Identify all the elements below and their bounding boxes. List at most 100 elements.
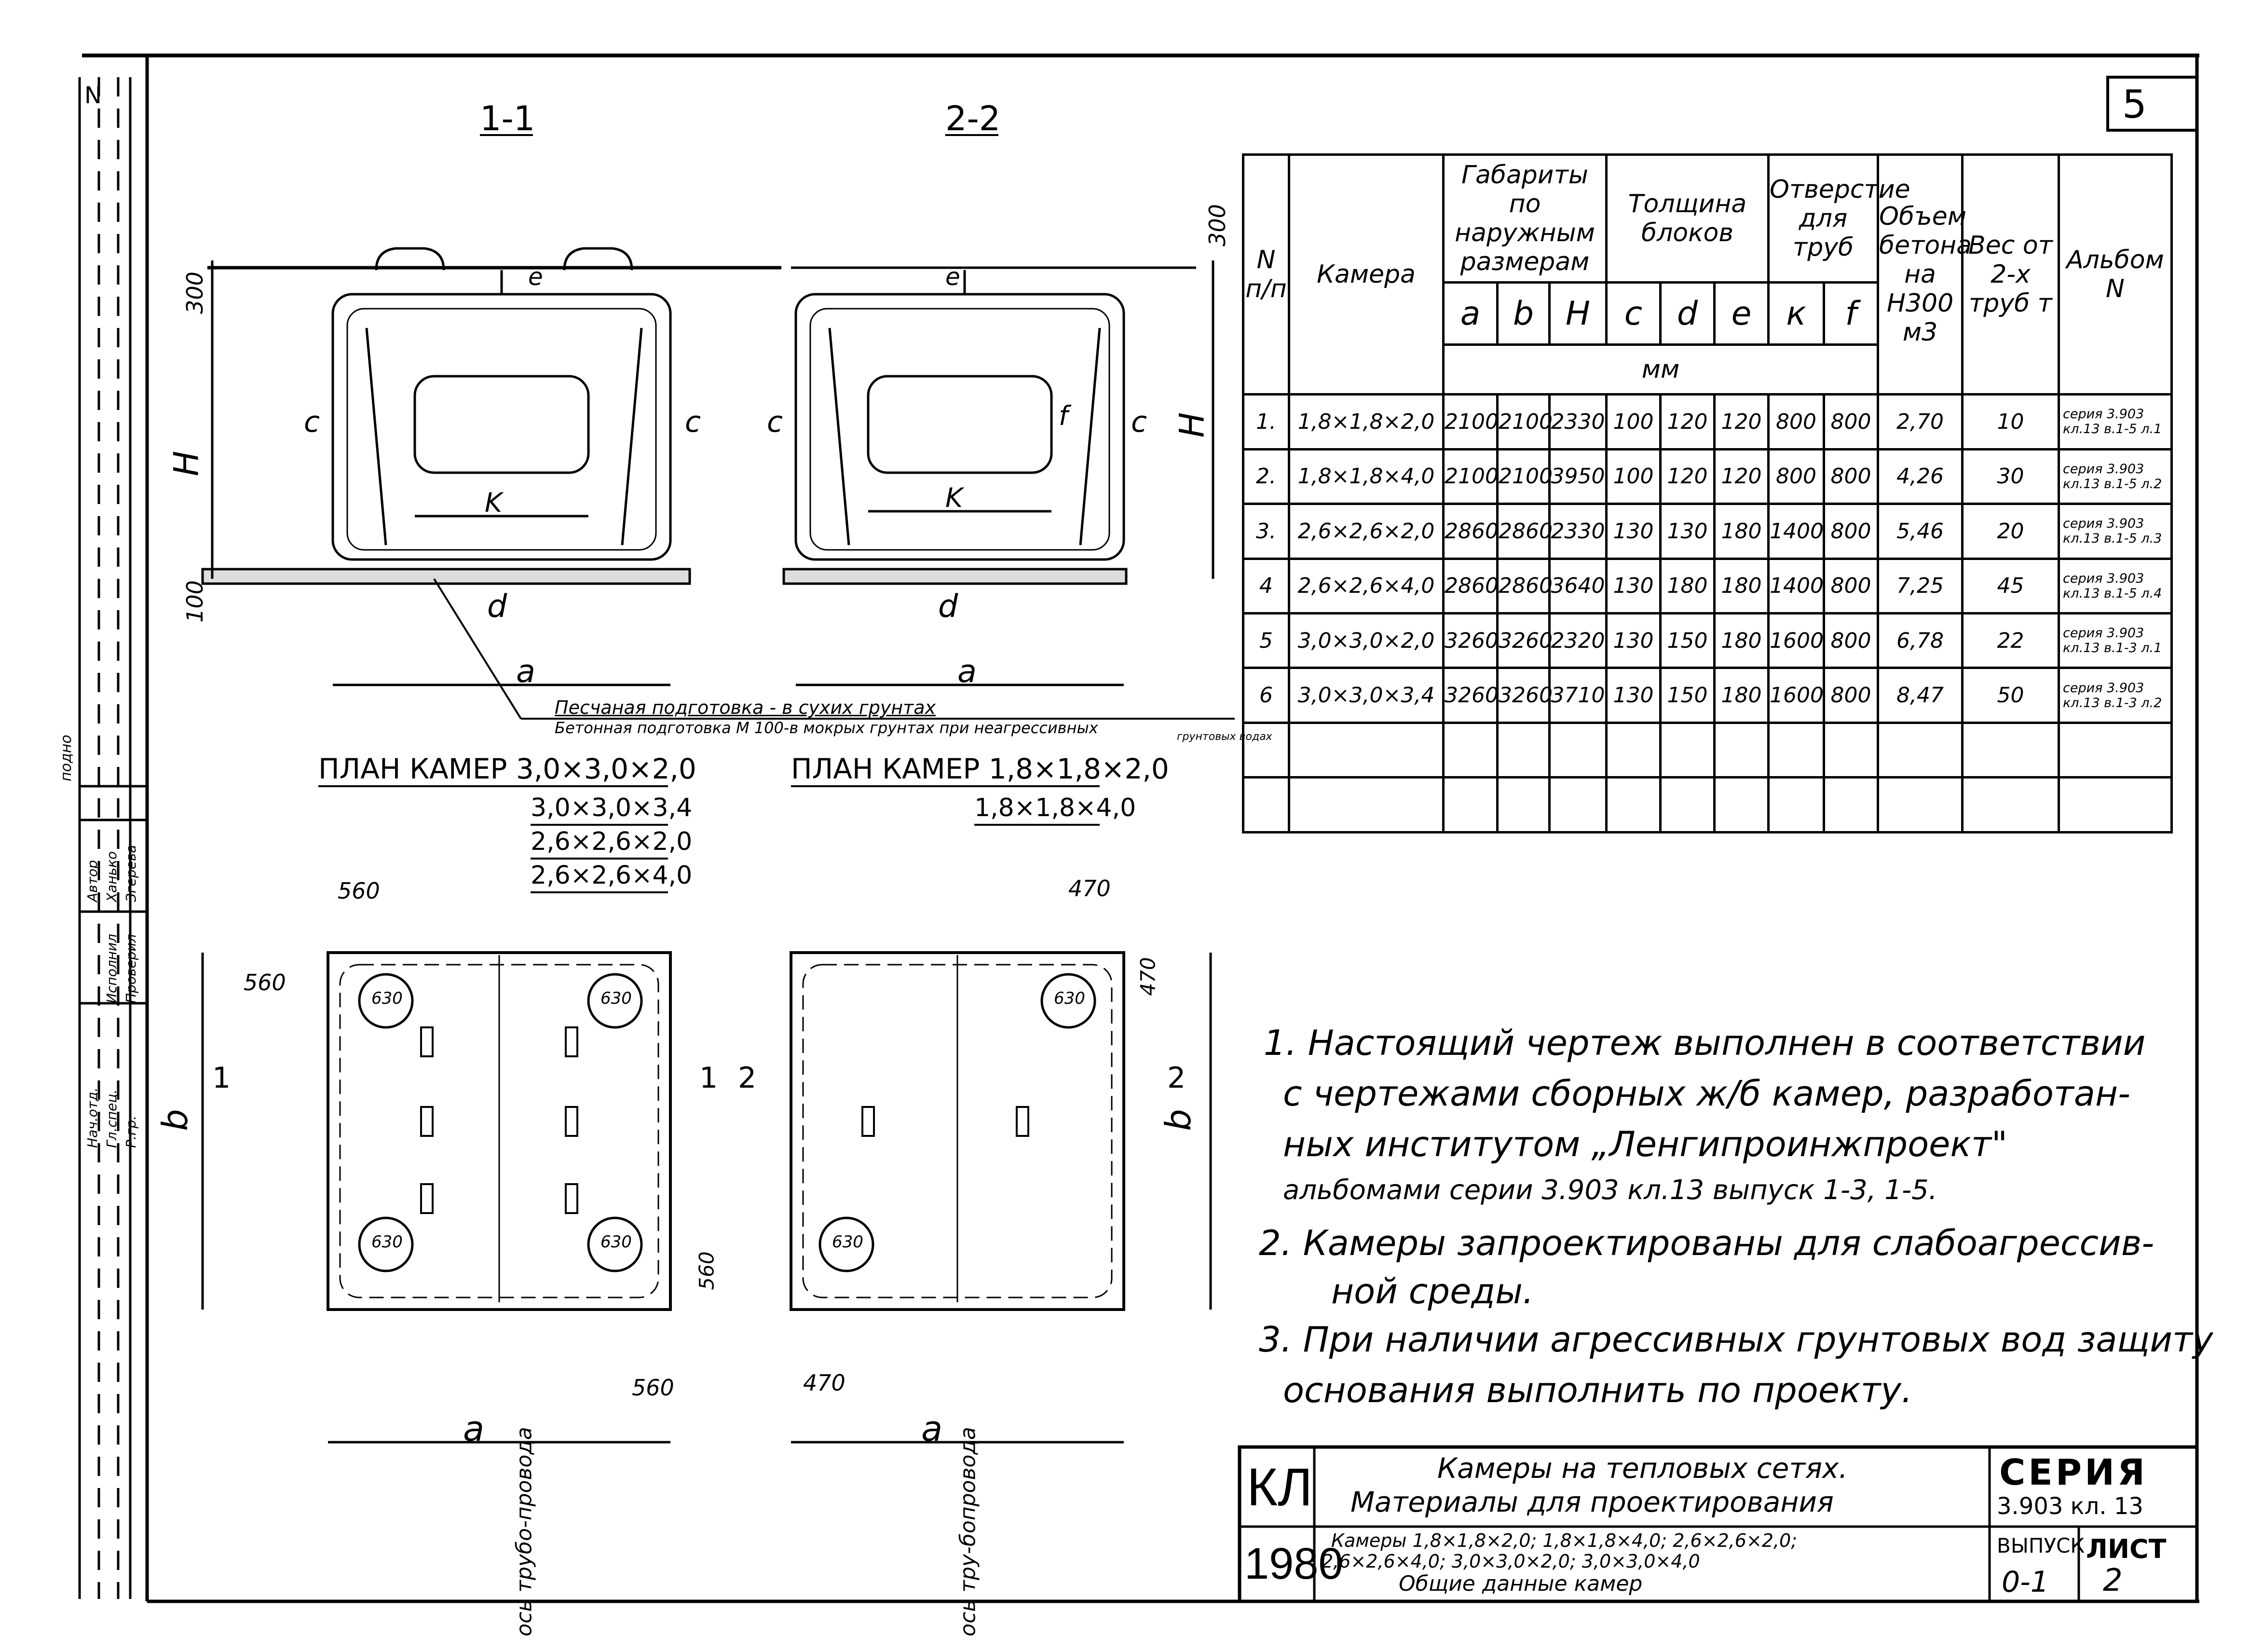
th-sym-k: к: [1767, 281, 1825, 346]
cell-c: 100: [1605, 393, 1662, 451]
note-line-8: основания выполнить по проекту.: [1283, 1370, 1912, 1410]
table-row-empty: [1242, 776, 2173, 833]
th-units: мм: [1442, 343, 1879, 396]
dim-d-2: d: [938, 588, 958, 625]
plan-right-size-1: 1,8×1,8×4,0: [974, 793, 1136, 822]
plan-dim-b-right: b: [1158, 1109, 1199, 1131]
plan-dim-560-bottom: 560: [632, 1375, 674, 1401]
cell-n: 4: [1242, 557, 1290, 615]
title-block-frame: [1238, 1445, 2199, 1603]
cell-f: 800: [1823, 503, 1879, 560]
stamp-cell-7: Р.гр.: [123, 1115, 139, 1148]
cell-w: 50: [1961, 667, 2060, 724]
sheet-number-box: [2106, 76, 2198, 132]
table-row: 6 3,0×3,0×3,4 3260 3260 3710 130 150 180…: [1242, 667, 2173, 724]
plan-dim-560-left: 560: [244, 969, 286, 996]
stamp-cell-4: Згерева: [123, 845, 139, 902]
cell-cam: 2,6×2,6×4,0: [1288, 557, 1445, 615]
th-otverstie: Отверстие для труб: [1767, 153, 1910, 284]
plan-left-size-1: 3,0×3,0×3,4: [531, 793, 693, 822]
dim-c-4: c: [1131, 405, 1147, 439]
cell-f: 800: [1823, 667, 1879, 724]
cell-H: 3640: [1548, 557, 1608, 615]
section-1-chamber: [331, 247, 672, 561]
cell-c: 100: [1605, 448, 1662, 505]
cell-album: серия 3.903 кл.13 в.1-5 л.1: [2058, 393, 2173, 451]
section-mark-2-right: 2: [1167, 1061, 1186, 1095]
series-value: 3.903 кл. 13: [1997, 1493, 2143, 1520]
note-line-4: альбомами серии 3.903 кл.13 выпуск 1-3, …: [1283, 1174, 1937, 1206]
plan-right-title: ПЛАН КАМЕР 1,8×1,8×2,0: [791, 752, 1169, 785]
cell-w: 22: [1961, 612, 2060, 669]
cell-b: 2860: [1496, 557, 1553, 615]
plan-left-size-3: 2,6×2,6×4,0: [531, 861, 693, 890]
cell-album: серия 3.903 кл.13 в.1-3 л.2: [2058, 667, 2173, 724]
cell-album: серия 3.903 кл.13 в.1-3 л.1: [2058, 612, 2173, 669]
table-row: 1. 1,8×1,8×2,0 2100 2100 2330 100 120 12…: [1242, 393, 2173, 451]
plan-dim-560-top: 560: [338, 878, 380, 904]
cell-a: 2100: [1442, 393, 1499, 451]
section-mark-2-left: 2: [738, 1061, 757, 1095]
cell-b: 2860: [1496, 503, 1553, 560]
table-row: 3. 2,6×2,6×2,0 2860 2860 2330 130 130 18…: [1242, 503, 2173, 560]
th-sym-b: b: [1496, 281, 1551, 346]
cell-album: серия 3.903 кл.13 в.1-5 л.2: [2058, 448, 2173, 505]
stamp-num: N: [84, 82, 102, 109]
plan-left-size-2: 2,6×2,6×2,0: [531, 827, 693, 856]
plan-dim-560-right: 560: [695, 1251, 719, 1290]
plan-left-title: ПЛАН КАМЕР 3,0×3,0×2,0: [318, 752, 696, 785]
cell-k: 1600: [1767, 667, 1825, 724]
cell-cam: 2,6×2,6×2,0: [1288, 503, 1445, 560]
dim-k-2: K: [945, 482, 963, 513]
plan-dim-470-bottom: 470: [803, 1370, 845, 1396]
cell-k: 800: [1767, 393, 1825, 451]
cell-n: 5: [1242, 612, 1290, 669]
cell-vol: 4,26: [1877, 448, 1964, 505]
stamp-cell-9: Проверил: [123, 934, 139, 1003]
cell-b: 2100: [1496, 393, 1553, 451]
dim-a-section-1: a: [516, 654, 535, 690]
dim-H-left: H: [166, 451, 206, 477]
pipe-630-2: 630: [600, 989, 632, 1008]
cell-cam: 1,8×1,8×4,0: [1288, 448, 1445, 505]
cell-vol: 7,25: [1877, 557, 1964, 615]
cell-d: 120: [1659, 393, 1716, 451]
th-camera: Камера: [1288, 153, 1445, 396]
cell-a: 2860: [1442, 557, 1499, 615]
left-stamp-strip: [78, 77, 147, 1599]
plan-dim-470-right: 470: [1136, 957, 1160, 996]
cell-k: 800: [1767, 448, 1825, 505]
cell-n: 3.: [1242, 503, 1290, 560]
stamp-cell-5: Нач.отд.: [84, 1087, 100, 1148]
cell-f: 800: [1823, 448, 1879, 505]
series-label: СЕРИЯ: [1999, 1452, 2148, 1493]
cell-cam: 1,8×1,8×2,0: [1288, 393, 1445, 451]
cell-e: 180: [1713, 667, 1770, 724]
note-sand: Песчаная подготовка - в сухих грунтах: [555, 697, 936, 718]
cell-H: 2330: [1548, 503, 1608, 560]
title-year: 1980: [1244, 1539, 1343, 1588]
cell-b: 2100: [1496, 448, 1553, 505]
issue-value: 0-1: [2002, 1565, 2049, 1599]
dim-k-1: K: [485, 487, 503, 518]
title-desc-3: Общие данные камер: [1399, 1571, 1643, 1596]
cell-H: 2330: [1548, 393, 1608, 451]
dim-c-2: c: [685, 405, 701, 439]
cell-w: 30: [1961, 448, 2060, 505]
pipe-630-3: 630: [371, 1232, 403, 1252]
plan-right: [790, 951, 1212, 1444]
cell-vol: 8,47: [1877, 667, 1964, 724]
title-line-2: Материалы для проектирования: [1350, 1486, 1834, 1518]
note-line-6: ной среды.: [1331, 1271, 1534, 1311]
dim-300-right: 300: [1204, 204, 1230, 246]
pipe-630-5: 630: [1054, 989, 1085, 1008]
table-row: 4 2,6×2,6×4,0 2860 2860 3640 130 180 180…: [1242, 557, 2173, 615]
th-sym-H: H: [1548, 281, 1608, 346]
cell-H: 3710: [1548, 667, 1608, 724]
pipe-630-4: 630: [600, 1232, 632, 1252]
cell-e: 180: [1713, 612, 1770, 669]
title-code: КЛ: [1247, 1458, 1313, 1517]
cell-k: 1400: [1767, 557, 1825, 615]
title-desc-2: 2,6×2,6×4,0; 3,0×3,0×2,0; 3,0×3,0×4,0: [1322, 1551, 1700, 1572]
cell-vol: 2,70: [1877, 393, 1964, 451]
